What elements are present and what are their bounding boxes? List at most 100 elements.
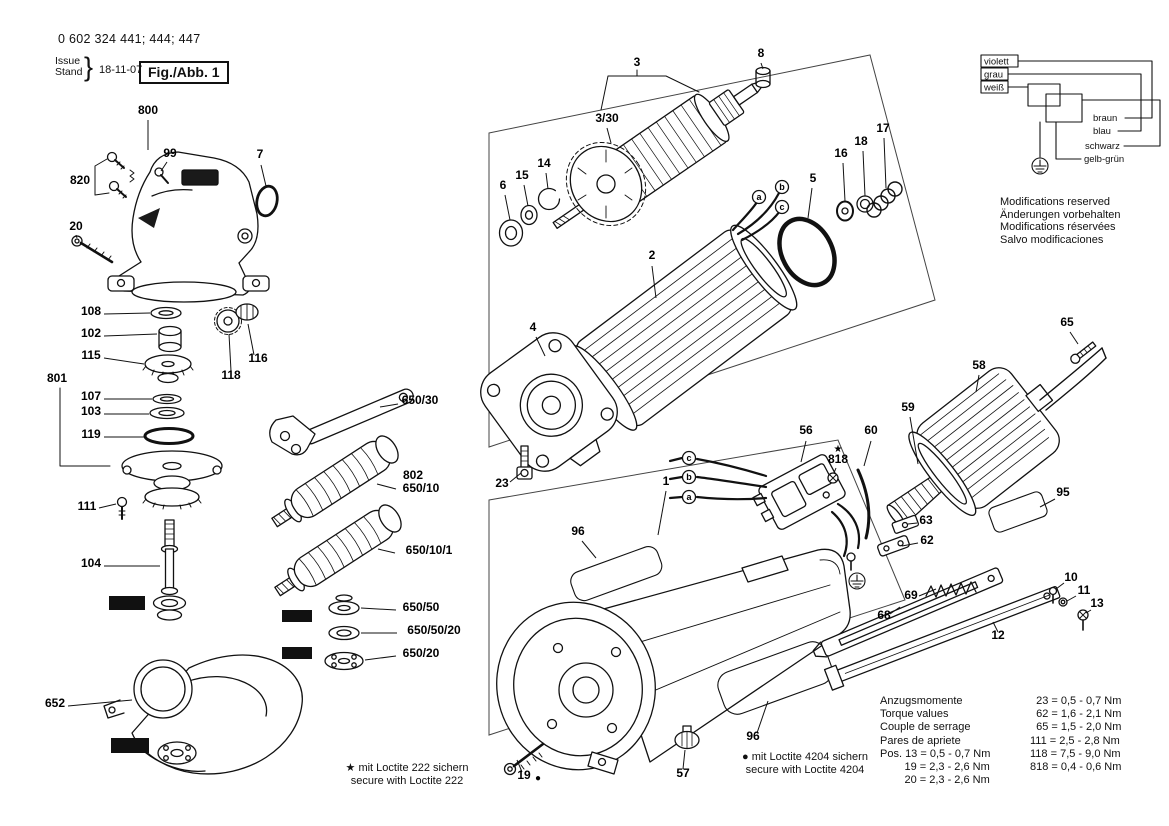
plate-95-drawing — [988, 491, 1048, 533]
torque-row: 65 = 1,5 - 2,0 Nm — [1030, 721, 1122, 734]
leader-line — [228, 333, 232, 372]
leader-801 — [59, 387, 111, 467]
part-callout-23: 23 — [495, 476, 509, 490]
leader-line — [103, 357, 145, 365]
power-cord-drawing — [1039, 347, 1107, 411]
torque-row: 19 = 2,3 - 2,6 Nm — [880, 761, 990, 774]
leader-line — [260, 164, 267, 187]
washer-107-drawing — [152, 393, 182, 405]
loctite-222-line2: secure with Loctite 222 — [350, 774, 464, 787]
o-ring-119-drawing — [143, 427, 195, 445]
screw-19-drawing — [503, 742, 545, 776]
leader-line — [807, 187, 813, 219]
part-callout-7: 7 — [257, 147, 264, 161]
display-window — [181, 169, 219, 186]
part-callout-17: 17 — [876, 121, 890, 135]
wire-terminal-label-b: b — [779, 182, 785, 192]
part-callout-119: 119 — [81, 427, 101, 441]
wire-label-schwarz: schwarz — [1085, 141, 1120, 152]
part-callout-1: 1 — [663, 474, 670, 488]
o-ring-5-drawing — [777, 216, 837, 288]
modifications-line: Modifications réservées — [1000, 221, 1116, 233]
wire-line-schwarz — [1081, 99, 1161, 147]
loctite-222-note: ★ mit Loctite 222 sichern secure with Lo… — [328, 762, 486, 787]
torque-row: Anzugsmomente — [880, 695, 963, 707]
part-callout-20: 20 — [69, 219, 83, 233]
leader-line — [1066, 595, 1077, 602]
connector-block — [1027, 83, 1061, 107]
note-marker: ★ — [834, 444, 843, 455]
part-callout-802: 802 — [403, 468, 423, 482]
switch-wires — [668, 456, 861, 558]
part-callout-19: 19 — [517, 768, 531, 782]
gasket-108-hole — [158, 310, 174, 316]
note-markers: ★● — [535, 444, 843, 784]
spindle-104-drawing — [152, 519, 187, 621]
part-callout-96: 96 — [746, 729, 760, 743]
bracket-63-drawing — [891, 514, 920, 534]
knob-57-drawing — [674, 725, 700, 750]
torque-row: Pos. 13 = 0,5 - 0,7 Nm — [880, 747, 991, 760]
leader-line — [1039, 498, 1056, 508]
loctite-4204-line1: ● mit Loctite 4204 sichern — [742, 751, 868, 763]
wire-terminal-c — [681, 450, 697, 466]
part-callout-650-50-20: 650/50/20 — [407, 623, 461, 637]
leader-line — [98, 503, 117, 509]
flange-assembly-drawing — [121, 450, 223, 510]
wire-line-gelb-gruen — [1055, 121, 1082, 160]
gasket-108-drawing — [150, 306, 182, 320]
leader-line — [545, 172, 549, 190]
torque-row: 818 = 0,4 - 0,6 Nm — [1030, 761, 1122, 774]
torque-row: Torque values — [880, 708, 949, 721]
leader-line — [756, 700, 769, 734]
washer-15-drawing — [520, 204, 538, 226]
part-callout-118: 118 — [221, 368, 241, 382]
issue-brace: } — [84, 52, 94, 82]
leader-line — [376, 483, 397, 490]
spring-69-drawing — [925, 581, 977, 598]
leader-line — [360, 607, 397, 611]
torque-table-right-column: 23 = 0,5 - 0,7 Nm 62 = 1,6 - 2,1 Nm 65 =… — [1030, 695, 1148, 787]
gear-head-drawing — [107, 151, 270, 303]
torque-row: Pares de apriete — [880, 734, 961, 747]
torque-row: 20 = 2,3 - 2,6 Nm — [880, 774, 990, 787]
wire-line-violett-braun — [1017, 60, 1153, 119]
ground-symbol — [1031, 157, 1049, 175]
part-callout-69: 69 — [904, 588, 918, 602]
leader-line — [918, 588, 937, 597]
wire-terminal-b — [774, 179, 790, 195]
part-callout-56: 56 — [799, 423, 813, 437]
leader-line — [509, 472, 522, 483]
motor-group-frame — [488, 439, 906, 736]
modifications-line: Salvo modificaciones — [1000, 233, 1104, 246]
modifications-line: Modifications reserved — [1000, 196, 1111, 208]
issue-stand-label: Issue Stand — [55, 56, 82, 78]
wire-terminal-label-b: b — [686, 472, 692, 482]
screw-23-drawing — [516, 445, 533, 480]
screw-65-drawing — [1070, 341, 1097, 364]
label-96-lower-outline — [717, 641, 833, 715]
cord-60-drawing — [856, 468, 871, 540]
leader-line — [909, 416, 919, 465]
leader-line — [379, 403, 399, 408]
part-callout-11: 11 — [1078, 583, 1091, 597]
part-callout-12: 12 — [991, 628, 1005, 642]
ground-screw-drawing — [846, 552, 856, 571]
field-lead-wire — [736, 191, 781, 236]
part-artwork: violett grau weiß braun blau schwarz gel… — [59, 54, 1161, 776]
part-callout-13: 13 — [1090, 596, 1104, 610]
leader-line — [800, 440, 807, 463]
wire-label-violett: violett — [984, 57, 1009, 68]
issue-date: 18-11-07 — [99, 64, 143, 76]
screw-99-drawing — [154, 167, 169, 184]
clamp-62-drawing — [877, 535, 910, 557]
part-callout-115: 115 — [81, 348, 101, 362]
leader-line — [516, 759, 523, 773]
leader-line — [75, 234, 78, 239]
screws-820-drawing — [106, 151, 135, 199]
part-callout-63: 63 — [919, 513, 933, 527]
side-handle-650-10-1-drawing — [274, 504, 402, 597]
